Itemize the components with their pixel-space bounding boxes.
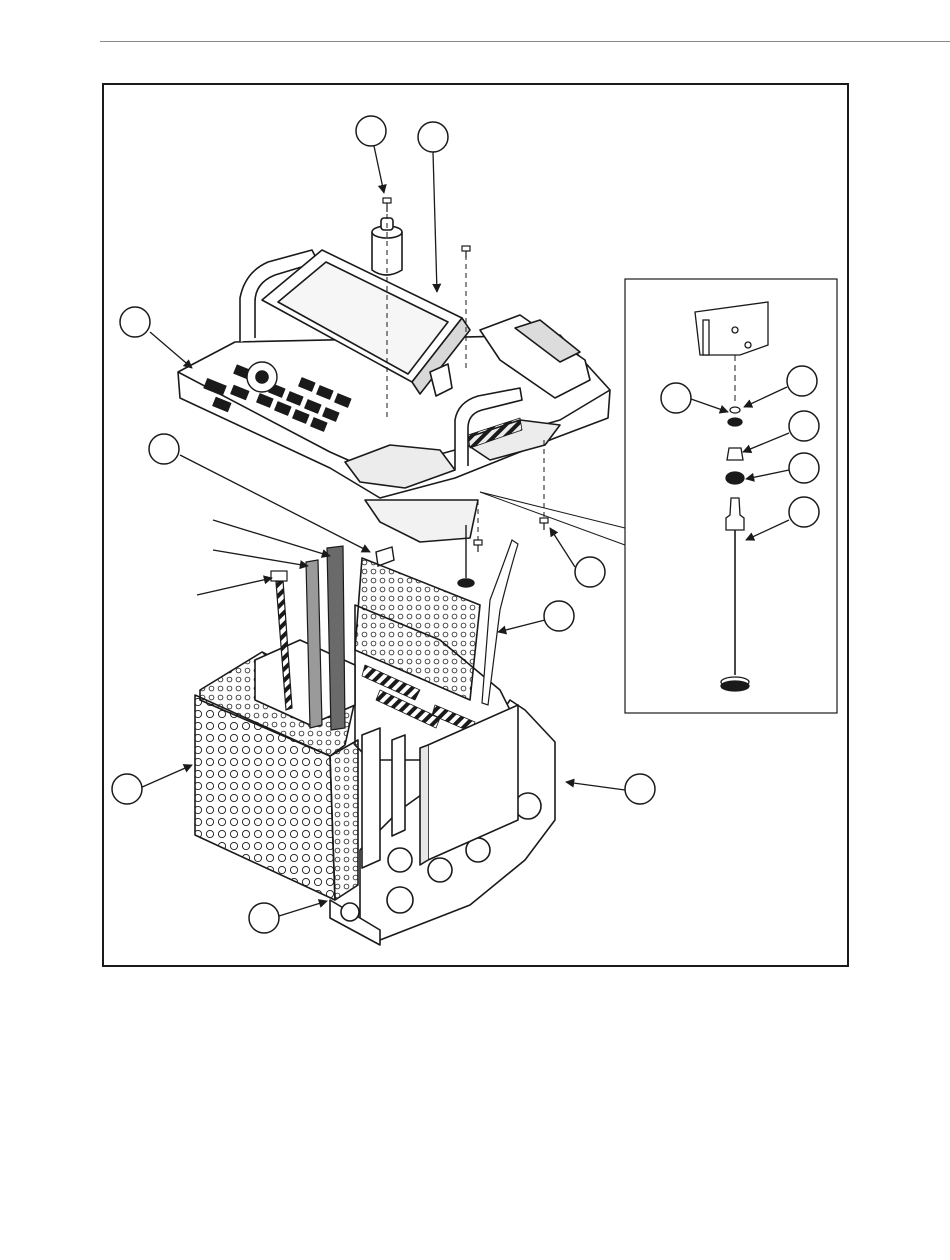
washer (730, 407, 740, 413)
bracket-hole (428, 858, 452, 882)
standoff-block (376, 547, 394, 566)
probe-base-shadow (721, 681, 749, 691)
bracket-flange (703, 320, 709, 355)
detail-inset-contents (695, 302, 768, 691)
screw (474, 540, 482, 545)
wire-tag (271, 571, 287, 581)
bracket-hole (388, 848, 412, 872)
chassis-assembly (195, 558, 555, 945)
inset-leader-upper (480, 492, 625, 528)
inset-leader-lower (480, 492, 625, 545)
front-rail (392, 735, 405, 836)
grommet (726, 472, 744, 484)
callout-5 (575, 557, 605, 587)
callout-13 (789, 453, 819, 483)
callout-8 (625, 774, 655, 804)
callout-4 (149, 434, 179, 464)
screw (462, 246, 470, 251)
panel-underside-tub (365, 500, 478, 542)
rotary-knob-center (256, 371, 268, 383)
callout-6 (544, 601, 574, 631)
bracket-hole (387, 887, 413, 913)
flex-cable (482, 540, 518, 705)
callout-11 (787, 366, 817, 396)
bracket-hole (745, 342, 751, 348)
nut (727, 448, 743, 460)
callout-9 (249, 903, 279, 933)
callout-1 (356, 116, 386, 146)
callout-10 (661, 383, 691, 413)
bracket-hole (732, 327, 738, 333)
base-hole (341, 903, 359, 921)
cage-side (330, 740, 358, 900)
screw (383, 198, 391, 203)
callout-14 (789, 497, 819, 527)
screw (540, 518, 548, 523)
control-panel-assembly (178, 218, 610, 542)
probe-fitting (726, 498, 744, 530)
callout-3 (120, 307, 150, 337)
lock-washer (728, 418, 742, 426)
callout-7 (112, 774, 142, 804)
callout-12 (789, 411, 819, 441)
front-rail (362, 728, 380, 868)
shield-plate-edge (420, 745, 428, 865)
callout-2 (418, 122, 448, 152)
bracket-hole (515, 793, 541, 819)
